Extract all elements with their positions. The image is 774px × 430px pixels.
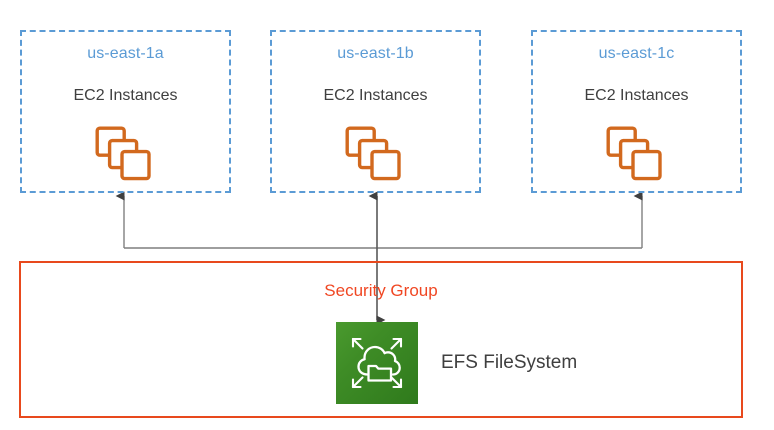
- az-resource-label-us-east-1a: EC2 Instances: [73, 87, 178, 104]
- az-label-us-east-1b: us-east-1b: [337, 45, 414, 62]
- az-label-us-east-1c: us-east-1c: [598, 45, 675, 62]
- efs-filesystem-icon: [336, 322, 418, 404]
- az-resource-label-us-east-1b: EC2 Instances: [323, 87, 428, 104]
- availability-zone-us-east-1b[interactable]: us-east-1b EC2 Instances: [270, 30, 481, 193]
- az-label-us-east-1a: us-east-1a: [87, 45, 164, 62]
- availability-zone-us-east-1a[interactable]: us-east-1a EC2 Instances: [20, 30, 231, 193]
- ec2-instances-icon: [345, 126, 407, 182]
- ec2-instances-icon: [606, 126, 668, 182]
- ec2-instances-icon: [95, 126, 157, 182]
- availability-zone-us-east-1c[interactable]: us-east-1c EC2 Instances: [531, 30, 742, 193]
- security-group-container[interactable]: Security Group: [19, 261, 743, 418]
- security-group-label: Security Group: [324, 281, 438, 300]
- efs-filesystem-label: EFS FileSystem: [441, 352, 578, 373]
- az-resource-label-us-east-1c: EC2 Instances: [584, 87, 689, 104]
- efs-filesystem-node[interactable]: EFS FileSystem: [336, 322, 577, 404]
